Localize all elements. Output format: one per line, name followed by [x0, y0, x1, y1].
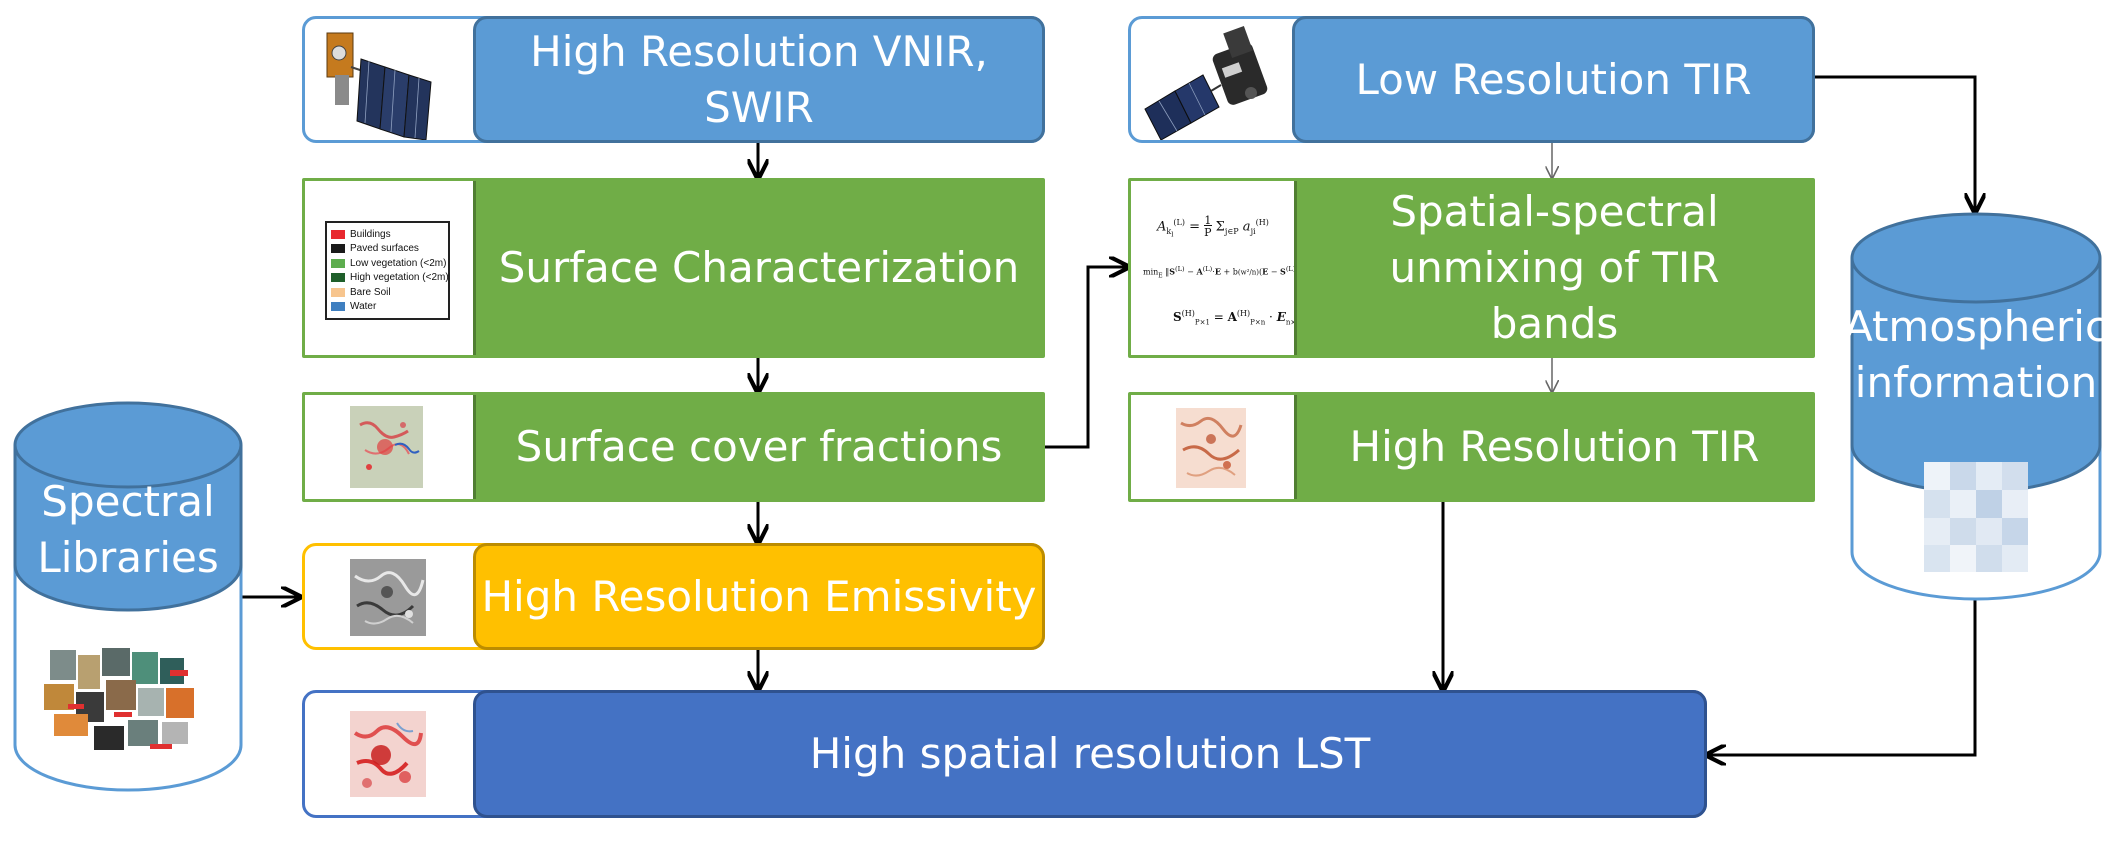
- legend-swatch: [331, 244, 345, 254]
- hr-emissivity-box: High Resolution Emissivity: [302, 543, 1045, 650]
- hr-tir-map-thumbnail: [1131, 395, 1294, 499]
- emissivity-map-thumbnail: [305, 546, 473, 647]
- legend-item: Bare Soil: [331, 285, 444, 300]
- hr-emissivity-label: High Resolution Emissivity: [473, 543, 1045, 650]
- legend-label: High vegetation (<2m): [350, 272, 449, 284]
- legend-label: Low vegetation (<2m): [350, 257, 447, 269]
- surface-characterization-box: Buildings Paved surfaces Low vegetation …: [302, 178, 1045, 358]
- surface-characterization-label: Surface Characterization: [473, 181, 1042, 355]
- legend-label: Paved surfaces: [350, 243, 419, 255]
- tir-satellite-icon: [1131, 19, 1294, 141]
- lst-map-thumbnail: [305, 693, 473, 815]
- atmospheric-label: Atmospheric information: [1843, 302, 2109, 407]
- satellite-icon: [305, 19, 475, 141]
- legend-swatch: [331, 302, 345, 312]
- spectral-libraries-cylinder: [13, 401, 243, 792]
- material-samples-image: [44, 648, 194, 750]
- hr-vnir-swir-label: High Resolution VNIR, SWIR: [473, 16, 1045, 143]
- arrow-atmospheric-to-lst: [1707, 598, 1977, 755]
- spectral-libraries-label: Spectral Libraries: [37, 477, 219, 582]
- legend-swatch: [331, 258, 345, 268]
- atmospheric-cylinder: [1850, 212, 2102, 601]
- legend-item: Buildings: [331, 227, 444, 242]
- land-cover-legend: Buildings Paved surfaces Low vegetation …: [325, 221, 450, 320]
- legend-item: Water: [331, 300, 444, 315]
- surface-cover-fractions-box: Surface cover fractions: [302, 392, 1045, 502]
- atmospheric-map-image: [1924, 462, 2028, 572]
- lst-label: High spatial resolution LST: [473, 690, 1707, 818]
- legend-swatch: [331, 287, 345, 297]
- legend-swatch: [331, 229, 345, 239]
- lr-tir-label: Low Resolution TIR: [1292, 16, 1815, 143]
- equation-sharpening: S(H)P×1 = A(H)P×n · En×1: [1173, 309, 1301, 327]
- hr-tir-label: High Resolution TIR: [1294, 395, 1812, 499]
- cover-map-thumbnail: [305, 395, 473, 499]
- legend-swatch: [331, 273, 345, 283]
- legend-label: Bare Soil: [350, 286, 391, 298]
- legend-item: Paved surfaces: [331, 242, 444, 257]
- legend-item: High vegetation (<2m): [331, 271, 449, 286]
- lr-tir-box: Low Resolution TIR: [1128, 16, 1815, 143]
- legend-label: Buildings: [350, 228, 391, 240]
- hr-vnir-swir-box: High Resolution VNIR, SWIR: [302, 16, 1045, 143]
- arrow-fractions-to-unmixing: [1045, 267, 1128, 449]
- arrow-lrtir-to-atmospheric: [1815, 75, 1975, 212]
- hr-tir-box: High Resolution TIR: [1128, 392, 1815, 502]
- lst-box: High spatial resolution LST: [302, 690, 1707, 818]
- legend-thumbnail: Buildings Paved surfaces Low vegetation …: [305, 181, 473, 355]
- legend-item: Low vegetation (<2m): [331, 256, 447, 271]
- equation-minimization: minE ‖S(L) − A(L)·E + b(w²/n)(E − S(L))‖…: [1143, 265, 1306, 280]
- surface-cover-fractions-label: Surface cover fractions: [473, 395, 1042, 499]
- legend-label: Water: [350, 301, 377, 313]
- unmixing-label: Spatial-spectral unmixing of TIR bands: [1294, 181, 1812, 355]
